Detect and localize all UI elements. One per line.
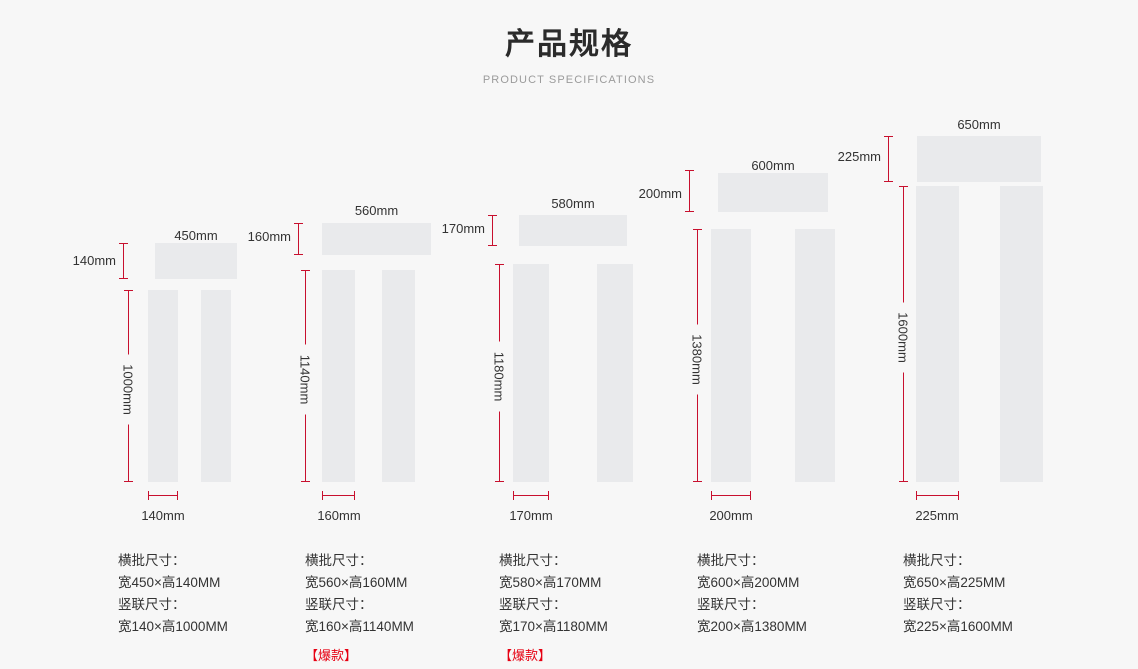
banner-height-dimline-4 [685,170,694,212]
hot-badge-3: 【爆款】 [499,648,552,663]
banner-height-label-5: 225mm [837,149,881,164]
strip-shape-2-left [322,270,355,482]
spec-column-5[interactable]: 650mm 225mm 1600mm 225mm 横批尺寸： 宽650×高225… [0,0,1043,669]
strip-shape-2-right [382,270,415,482]
strip-height-label-2: 1140mm [293,344,317,415]
banner-width-label-1: 450mm [155,228,237,243]
spec-banner-value-5: 宽650×高225MM [903,575,1006,590]
banner-shape-2 [322,223,431,255]
banner-height-dimline-2 [294,223,303,255]
strip-shape-5-right [1000,186,1043,482]
banner-height-dimline-1 [119,243,128,279]
page-header: 产品规格 PRODUCT SPECIFICATIONS [0,26,1138,87]
spec-banner-title-3: 横批尺寸： [499,553,567,568]
spec-strip-value-2: 宽160×高1140MM [305,619,414,634]
strip-width-dimline-2 [322,491,355,500]
spec-banner-title-4: 横批尺寸： [697,553,765,568]
page-subtitle: PRODUCT SPECIFICATIONS [482,74,656,86]
spec-strip-title-5: 竖联尺寸： [903,597,971,612]
spec-strip-title-2: 竖联尺寸： [305,597,373,612]
strip-width-label-1: 140mm [141,508,185,523]
banner-height-dimline-3 [488,215,497,246]
spec-strip-title-4: 竖联尺寸： [697,597,765,612]
strip-width-dimline-3 [513,491,549,500]
spec-column-1[interactable]: 450mm 140mm 1000mm 140mm 横批尺寸： 宽450×高140… [0,0,250,669]
strip-width-label-5: 225mm [915,508,959,523]
spec-banner-value-2: 宽560×高160MM [305,575,408,590]
spec-column-2[interactable]: 560mm 160mm 1140mm 160mm 横批尺寸： 宽560×高160… [0,0,431,669]
banner-height-label-4: 200mm [638,186,682,201]
strip-width-dimline-5 [916,491,959,500]
spec-text-2: 横批尺寸： 宽560×高160MM 竖联尺寸： 宽160×高1140MM 【爆款… [305,550,414,667]
banner-height-label-1: 140mm [72,253,116,268]
banner-shape-1 [155,243,237,279]
spec-banner-title-1: 横批尺寸： [118,553,186,568]
strip-shape-4-right [795,229,835,482]
strip-shape-1-right [201,290,231,482]
banner-shape-4 [718,170,828,212]
banner-width-label-5: 650mm [917,117,1041,132]
spec-strip-title-1: 竖联尺寸： [118,597,186,612]
banner-shape-3 [519,215,627,246]
spec-text-5: 横批尺寸： 宽650×高225MM 竖联尺寸： 宽225×高1600MM [903,550,1013,645]
strip-height-label-4: 1380mm [685,324,709,395]
strip-width-dimline-1 [148,491,178,500]
banner-height-dimline-5 [884,136,893,182]
spec-text-4: 横批尺寸： 宽600×高200MM 竖联尺寸： 宽200×高1380MM [697,550,807,645]
spec-banner-title-5: 横批尺寸： [903,553,971,568]
banner-height-label-3: 170mm [441,221,485,236]
strip-width-label-3: 170mm [509,508,553,523]
strip-shape-1-left [148,290,178,482]
spec-banner-value-1: 宽450×高140MM [118,575,221,590]
spec-text-1: 横批尺寸： 宽450×高140MM 竖联尺寸： 宽140×高1000MM [118,550,228,645]
banner-width-label-4: 600mm [718,158,828,173]
banner-width-label-3: 580mm [519,196,627,211]
banner-width-label-2: 560mm [322,203,431,218]
strip-shape-4-left [711,229,751,482]
strip-height-label-3: 1180mm [487,341,511,412]
spec-strip-value-4: 宽200×高1380MM [697,619,807,634]
hot-badge-2: 【爆款】 [305,648,358,663]
spec-banner-value-3: 宽580×高170MM [499,575,602,590]
strip-shape-3-right [597,264,633,482]
spec-banner-title-2: 横批尺寸： [305,553,373,568]
page-title: 产品规格 [505,28,633,61]
spec-banner-value-4: 宽600×高200MM [697,575,800,590]
strip-shape-3-left [513,264,549,482]
spec-text-3: 横批尺寸： 宽580×高170MM 竖联尺寸： 宽170×高1180MM 【爆款… [499,550,608,667]
banner-shape-5 [917,136,1041,182]
spec-strip-value-1: 宽140×高1000MM [118,619,228,634]
spec-strip-title-3: 竖联尺寸： [499,597,567,612]
strip-shape-5-left [916,186,959,482]
strip-width-label-2: 160mm [317,508,361,523]
strip-height-label-5: 1600mm [891,302,915,373]
spec-strip-value-3: 宽170×高1180MM [499,619,608,634]
strip-width-label-4: 200mm [709,508,753,523]
spec-column-4[interactable]: 600mm 200mm 1380mm 200mm 横批尺寸： 宽600×高200… [0,0,835,669]
spec-column-3[interactable]: 580mm 170mm 1180mm 170mm 横批尺寸： 宽580×高170… [0,0,633,669]
strip-width-dimline-4 [711,491,751,500]
spec-strip-value-5: 宽225×高1600MM [903,619,1013,634]
banner-height-label-2: 160mm [247,229,291,244]
